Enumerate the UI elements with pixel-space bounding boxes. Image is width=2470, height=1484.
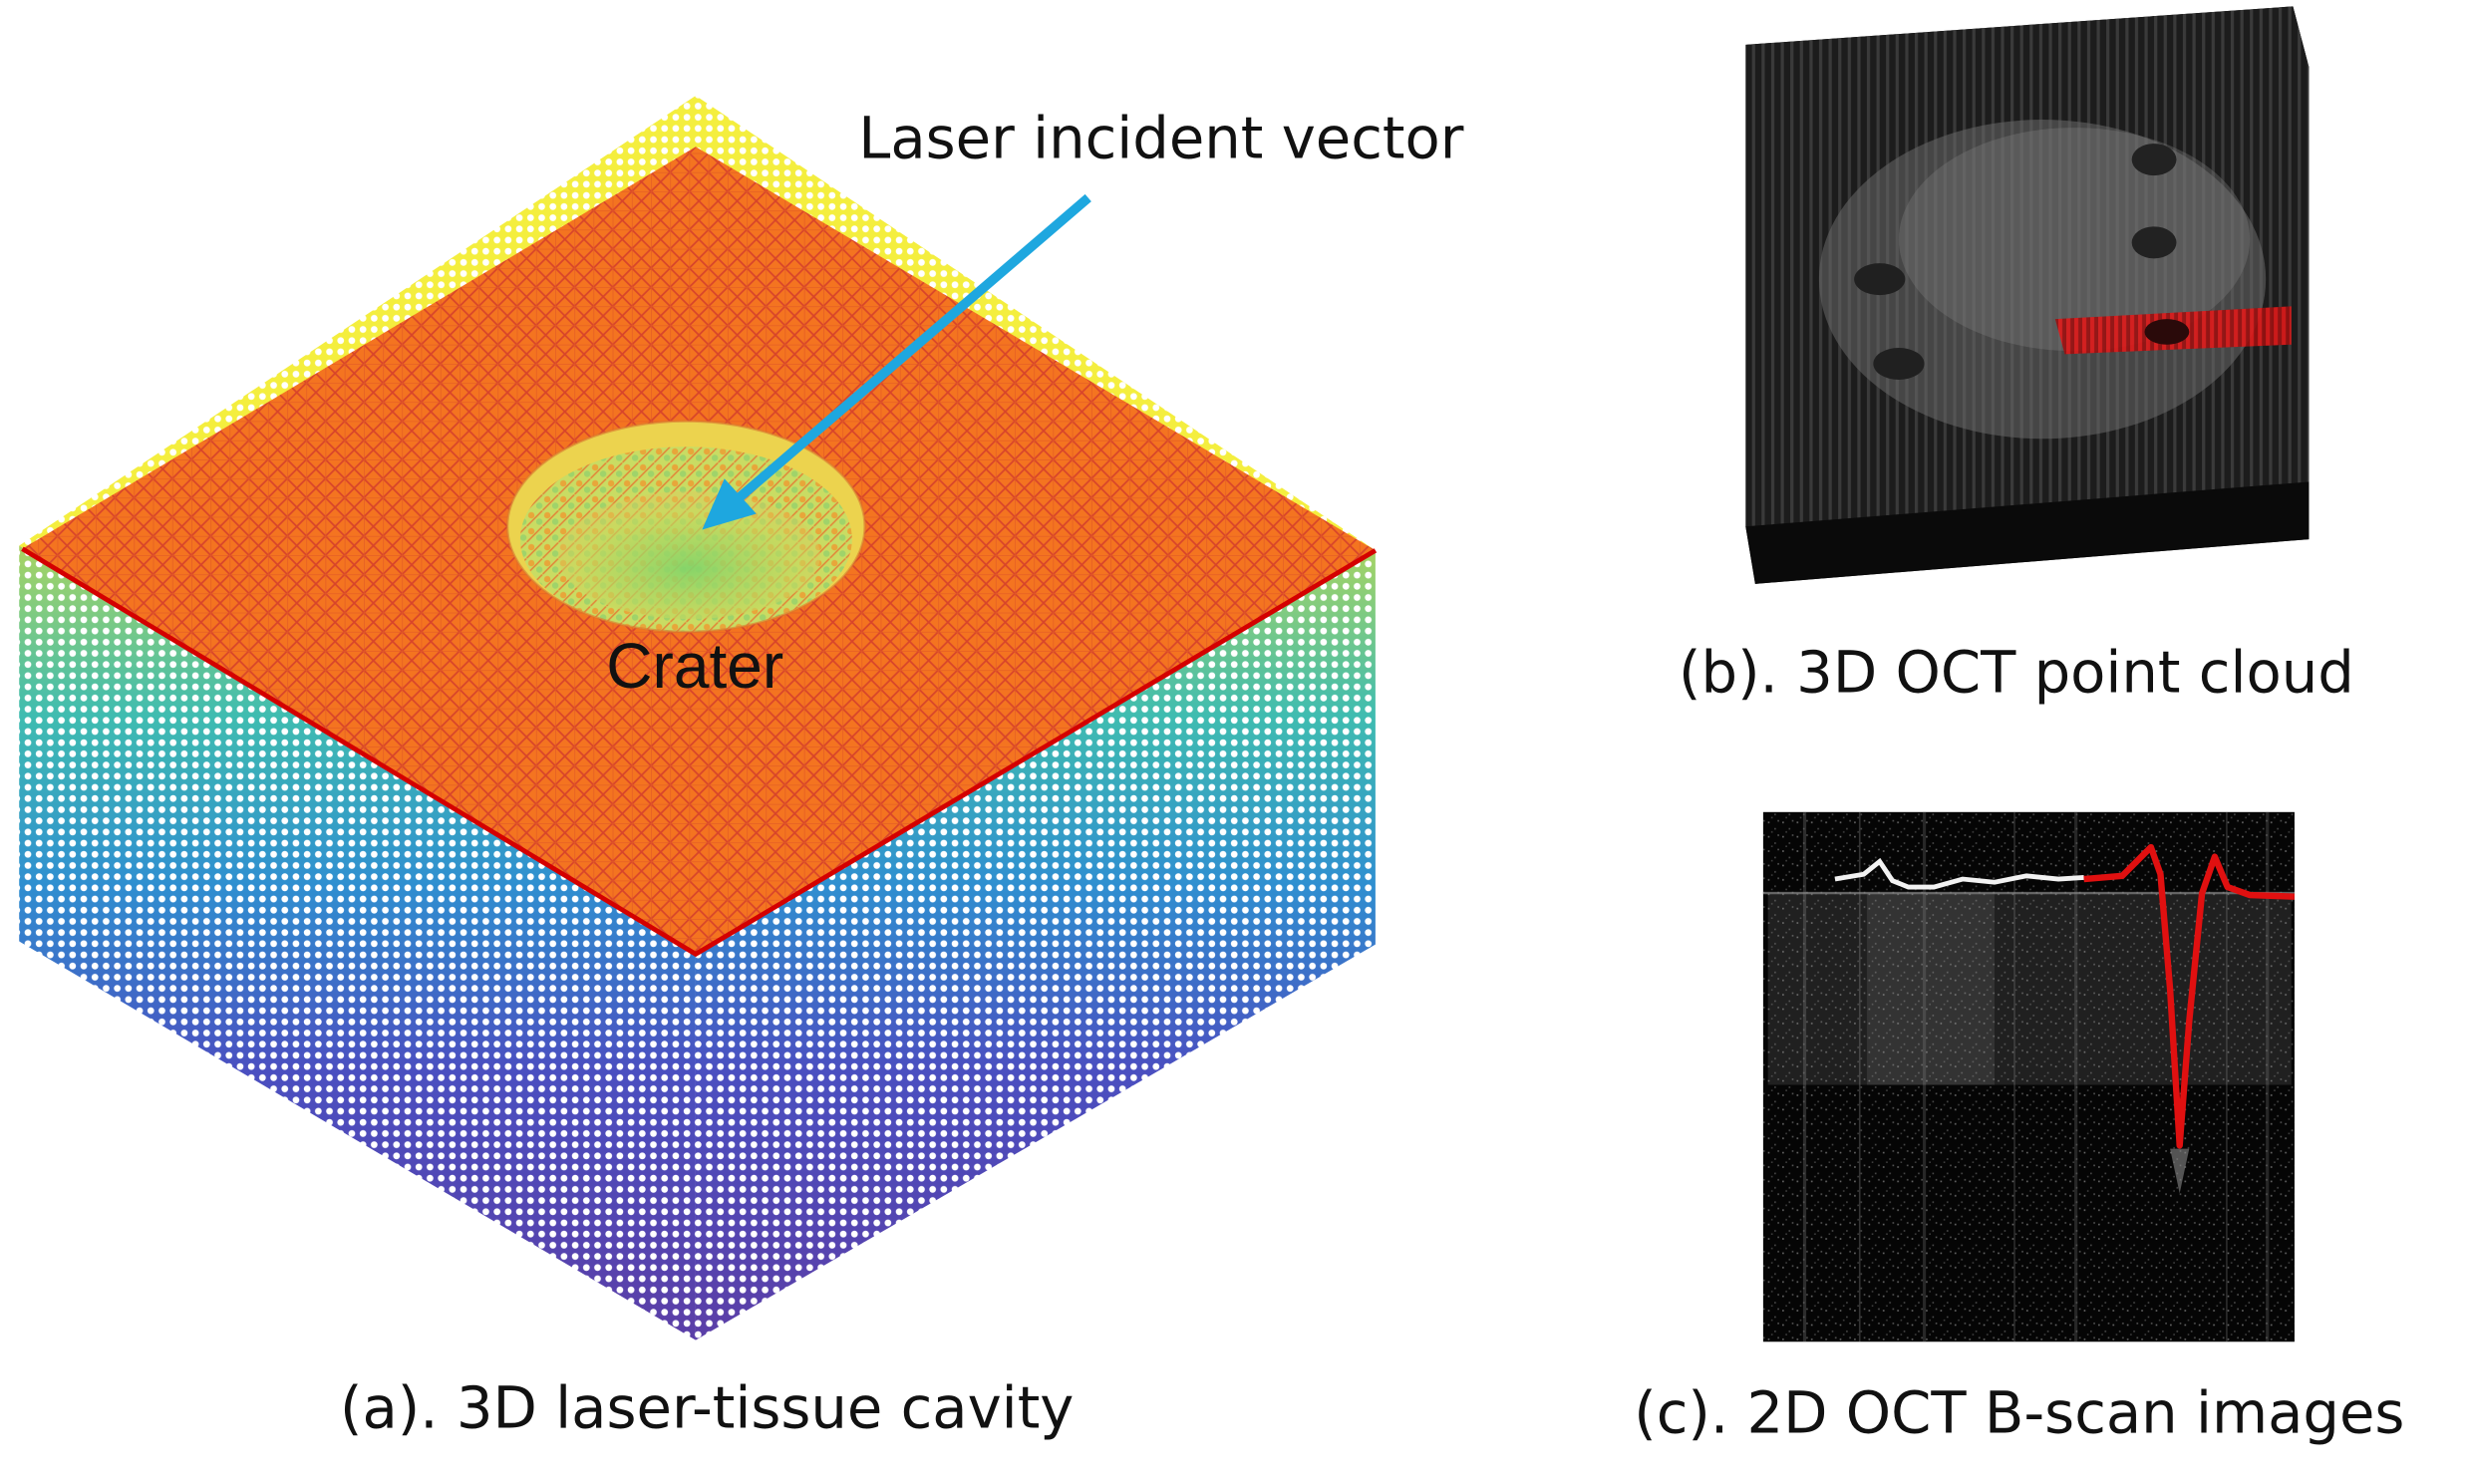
surface-edge <box>21 546 1378 958</box>
cavity-model <box>19 96 1378 1340</box>
crater-profile <box>2083 843 2296 1149</box>
caption-c: (c). 2D OCT B-scan images <box>1634 1380 2404 1447</box>
crater-hole <box>1873 347 1925 380</box>
crater-hole <box>2131 226 2177 259</box>
oct-bscan <box>1762 811 2296 1342</box>
arrow-icon <box>702 193 1091 530</box>
laser-vector-label: Laser incident vector <box>858 105 1464 171</box>
caption-a: (a). 3D laser-tissue cavity <box>340 1375 1074 1442</box>
surface-trace <box>1834 857 2084 890</box>
tissue-blob <box>1818 120 2267 440</box>
oct-point-cloud <box>1745 6 2310 584</box>
crater <box>505 420 866 634</box>
bscan-image <box>1762 811 2295 1342</box>
caption-b: (b). 3D OCT point cloud <box>1679 640 2354 707</box>
crater-label: Crater <box>606 630 783 702</box>
left-face <box>19 545 696 1340</box>
right-face <box>695 550 1376 1340</box>
crater-hole <box>1854 263 1906 296</box>
crater-hole <box>2131 144 2177 176</box>
slab-bottom <box>1745 481 2310 584</box>
